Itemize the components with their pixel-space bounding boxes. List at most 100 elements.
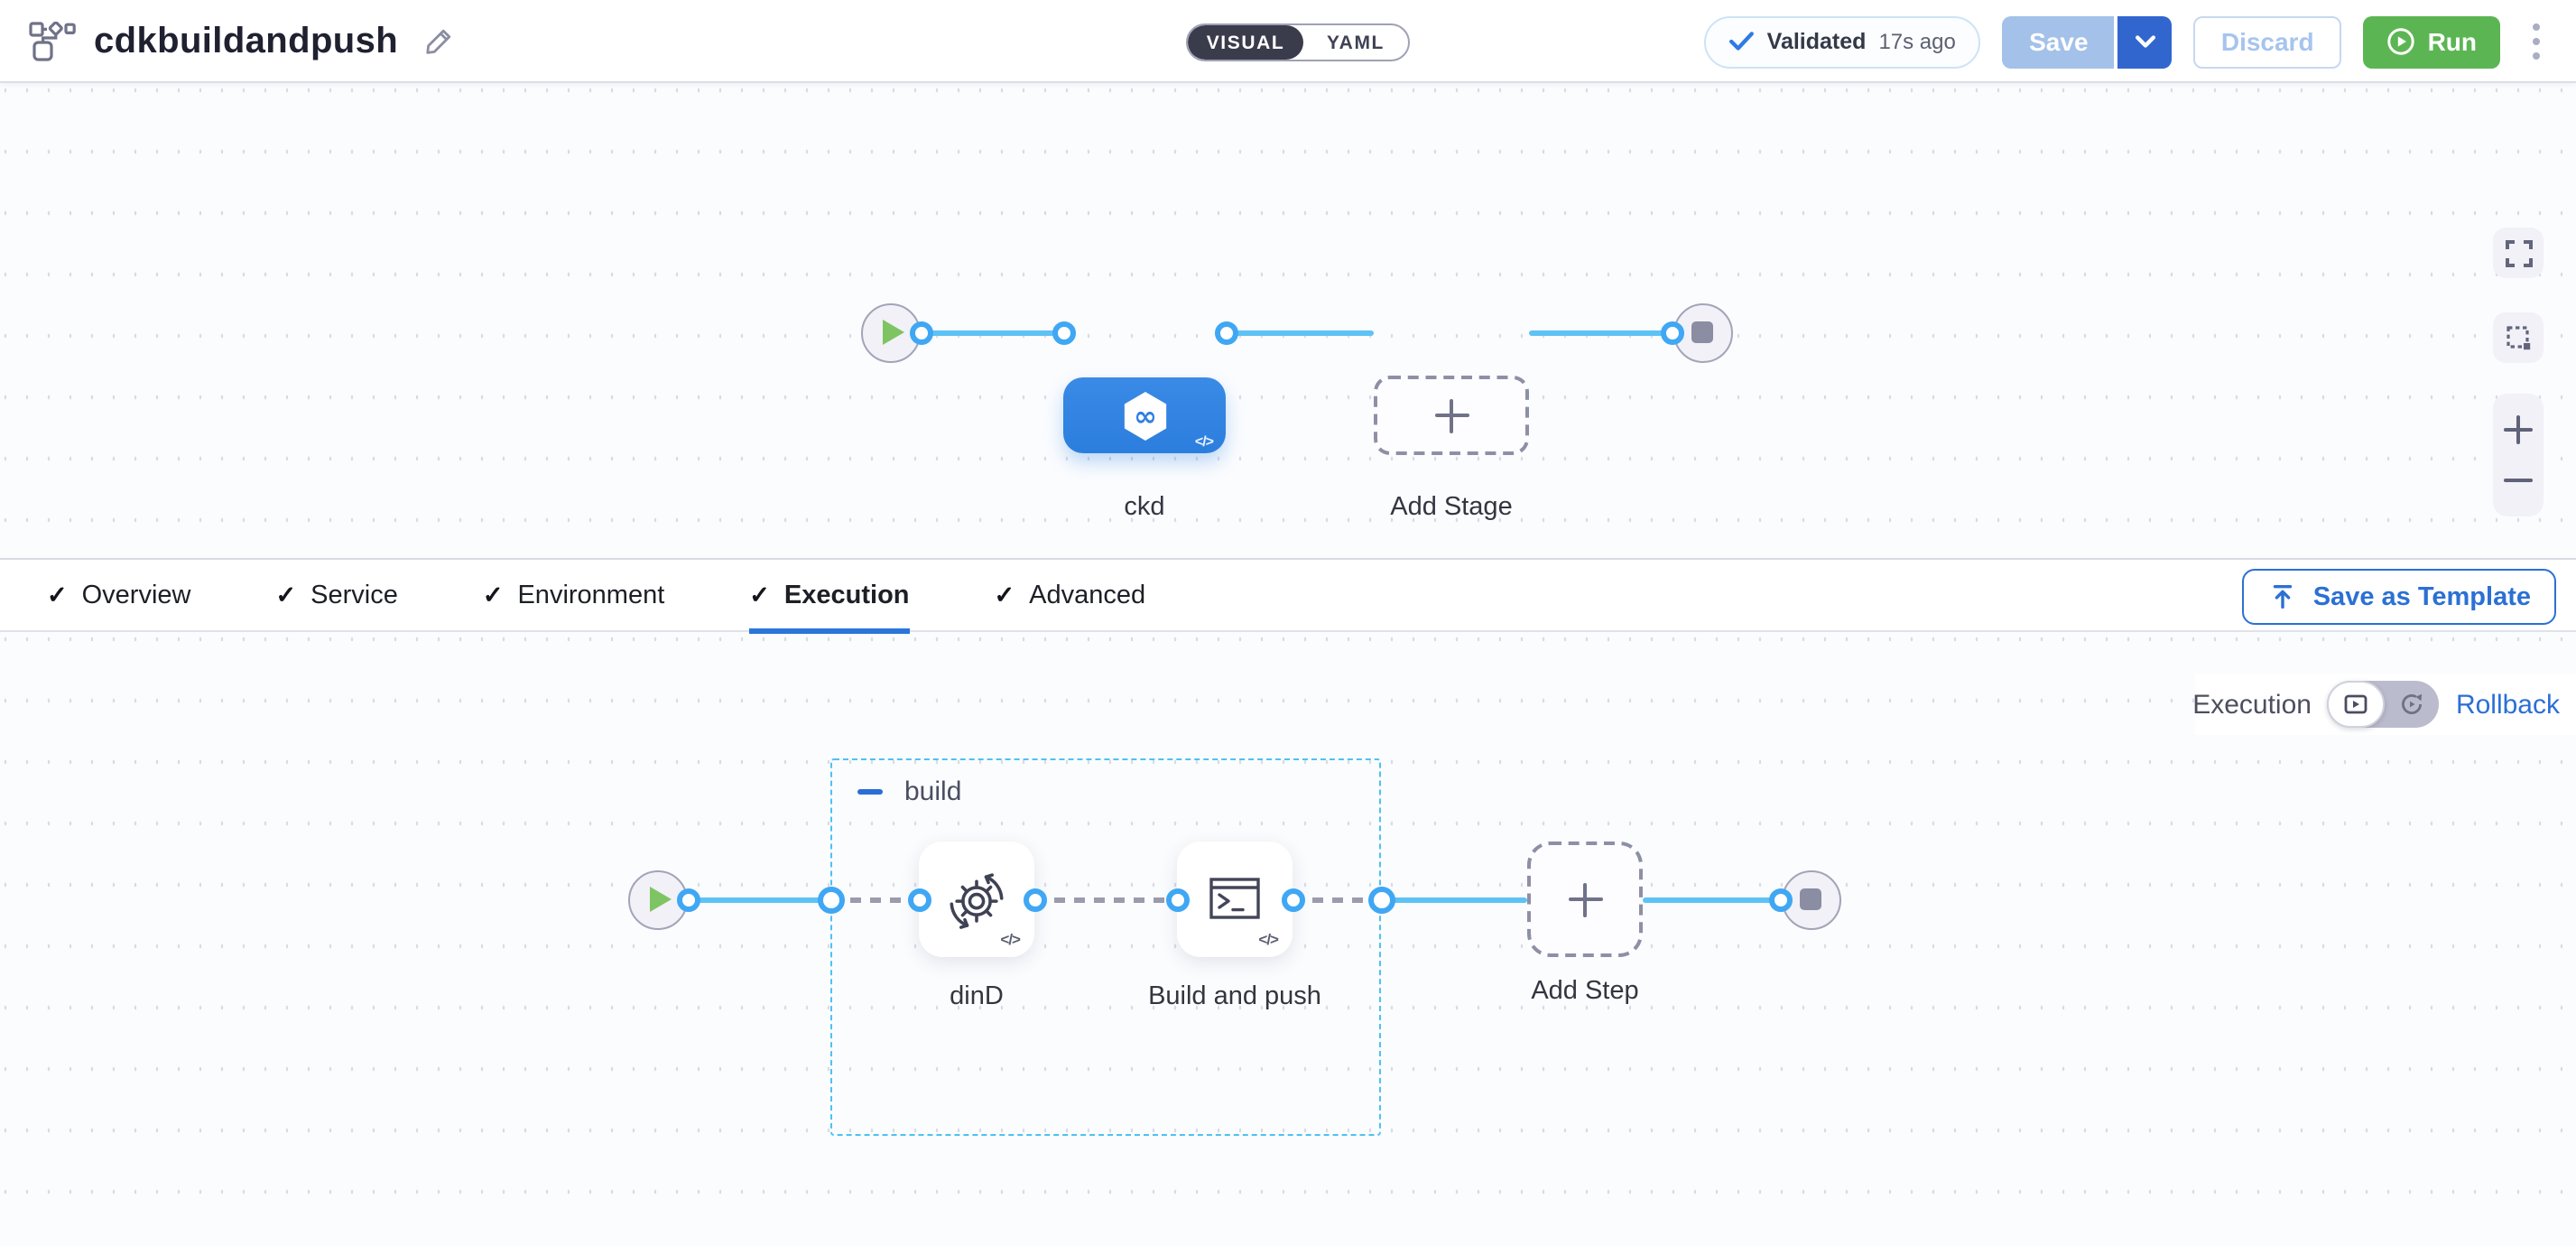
validated-badge[interactable]: Validated 17s ago — [1703, 15, 1981, 68]
check-icon: ✓ — [994, 581, 1015, 609]
tab-environment[interactable]: ✓ Environment — [483, 560, 664, 634]
step-label: dinD — [950, 982, 1004, 1011]
stage-canvas: ∞ </> ckd Add Stage — [0, 83, 2576, 558]
tab-label: Execution — [783, 581, 910, 610]
visual-yaml-toggle: VISUAL YAML — [1186, 23, 1410, 61]
connector-port — [1165, 888, 1189, 911]
tab-overview[interactable]: ✓ Overview — [47, 560, 191, 634]
connector — [1529, 330, 1672, 335]
tab-label: Environment — [517, 581, 665, 610]
execution-view-controls: Execution Rollback — [2192, 681, 2560, 728]
svg-text:∞: ∞ — [1133, 400, 1156, 432]
stage-node-ckd[interactable]: ∞ </> — [1063, 377, 1226, 453]
step-group-header: build — [857, 776, 961, 807]
save-button[interactable]: Save — [2002, 15, 2115, 68]
step-label: Build and push — [1148, 982, 1321, 1011]
rollback-view-button[interactable] — [2384, 681, 2440, 728]
pencil-icon — [425, 29, 450, 54]
run-button[interactable]: Run — [2362, 15, 2500, 68]
connector-dashed — [1293, 897, 1381, 902]
fullscreen-button[interactable] — [2493, 228, 2544, 278]
tabs: ✓ Overview ✓ Service ✓ Environment ✓ Exe… — [47, 560, 1145, 634]
connector-port — [907, 888, 931, 911]
save-as-template-label: Save as Template — [2312, 582, 2531, 611]
check-icon: ✓ — [482, 581, 504, 609]
rollback-icon — [2402, 693, 2423, 715]
more-options-button[interactable] — [2522, 15, 2551, 68]
play-circle-icon — [2386, 28, 2414, 55]
tab-label: Overview — [81, 581, 191, 610]
stop-icon — [1800, 888, 1821, 910]
connector-port — [817, 886, 844, 913]
tab-execution[interactable]: ✓ Execution — [749, 560, 910, 634]
kebab-dot — [2532, 37, 2541, 46]
dind-service-icon — [950, 873, 1004, 929]
multi-select-button[interactable] — [2493, 312, 2544, 363]
stage-tabbar: ✓ Overview ✓ Service ✓ Environment ✓ Exe… — [0, 558, 2576, 634]
execution-view-button[interactable] — [2327, 681, 2385, 728]
save-menu-button[interactable] — [2114, 15, 2173, 68]
plus-icon — [1434, 398, 1469, 432]
validated-time: 17s ago — [1878, 29, 1956, 54]
discard-button[interactable]: Discard — [2193, 15, 2341, 68]
tab-label: Advanced — [1029, 581, 1146, 610]
group-name: build — [904, 776, 962, 807]
code-badge: </> — [1000, 930, 1021, 948]
rollback-link[interactable]: Rollback — [2455, 689, 2560, 720]
toggle-visual[interactable]: VISUAL — [1188, 25, 1303, 60]
add-stage-label: Add Stage — [1390, 493, 1513, 522]
tab-label: Service — [310, 581, 398, 610]
zoom-out-button[interactable] — [2504, 466, 2533, 495]
connector — [1226, 330, 1374, 335]
step-node-build-and-push[interactable]: </> — [1177, 842, 1293, 957]
check-icon: ✓ — [47, 581, 68, 609]
chevron-down-icon — [2135, 35, 2155, 48]
ci-stage-icon: ∞ — [1123, 391, 1166, 440]
connector-port — [1052, 321, 1075, 344]
check-icon: ✓ — [749, 581, 770, 609]
connector — [1381, 897, 1527, 902]
stage-label: ckd — [1124, 493, 1165, 522]
header-actions: Validated 17s ago Save Discard Run — [1703, 15, 2551, 68]
add-stage-button[interactable] — [1374, 376, 1529, 455]
connector — [688, 897, 830, 902]
terminal-icon — [1209, 878, 1260, 919]
connector-port — [1023, 888, 1046, 911]
save-split-button: Save — [2002, 15, 2173, 68]
add-step-label: Add Step — [1531, 977, 1639, 1006]
check-icon: ✓ — [275, 581, 297, 609]
connector-port — [1281, 888, 1304, 911]
step-group-build — [830, 758, 1381, 1136]
execution-rollback-toggle — [2327, 681, 2440, 728]
zoom-controls — [2493, 394, 2544, 516]
zoom-in-button[interactable] — [2504, 415, 2533, 444]
start-play-icon — [649, 887, 671, 912]
tab-advanced[interactable]: ✓ Advanced — [995, 560, 1146, 634]
code-badge: </> — [1194, 433, 1214, 450]
upload-icon — [2274, 584, 2293, 609]
execution-view-label: Execution — [2192, 689, 2312, 720]
connector-port — [1768, 888, 1792, 911]
pipeline-icon — [29, 22, 76, 61]
marquee-select-icon — [2506, 325, 2530, 349]
top-bar: cdkbuildandpush VISUAL YAML Validated — [0, 0, 2576, 83]
fullscreen-icon — [2505, 239, 2532, 266]
code-badge: </> — [1258, 930, 1279, 948]
edit-title-button[interactable] — [422, 25, 454, 58]
collapse-group-button[interactable] — [857, 788, 883, 795]
kebab-dot — [2532, 23, 2541, 32]
connector — [921, 330, 1063, 335]
validated-label: Validated — [1766, 29, 1867, 54]
toggle-yaml[interactable]: YAML — [1327, 32, 1385, 53]
plus-icon — [1568, 882, 1602, 916]
connector-dashed — [830, 897, 919, 902]
stop-icon — [1691, 321, 1713, 343]
kebab-dot — [2532, 51, 2541, 60]
add-step-button[interactable] — [1527, 842, 1643, 957]
save-as-template-button[interactable]: Save as Template — [2242, 569, 2556, 625]
step-node-dind[interactable]: </> — [919, 842, 1034, 957]
connector-port — [1214, 321, 1237, 344]
tab-service[interactable]: ✓ Service — [276, 560, 398, 634]
connector-dashed — [1034, 897, 1177, 902]
